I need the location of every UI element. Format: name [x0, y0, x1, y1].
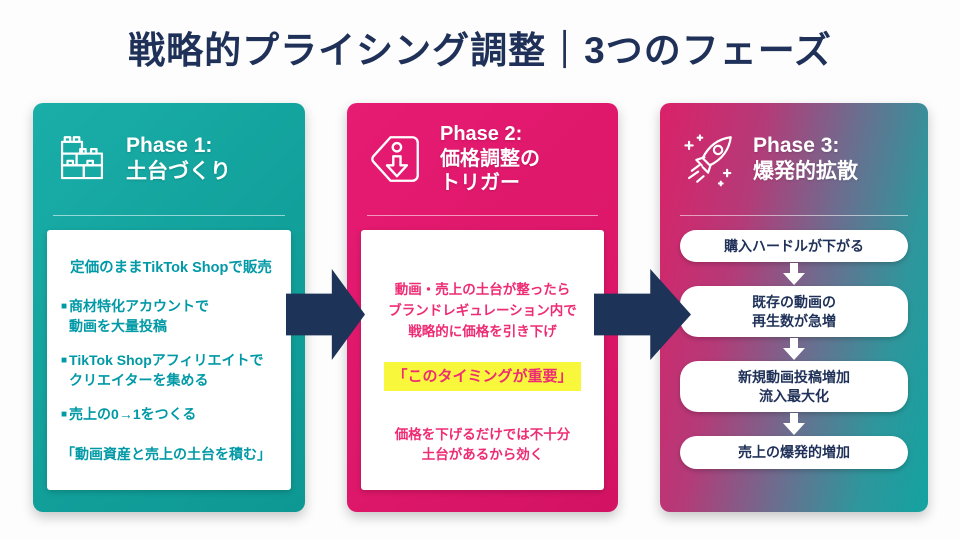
- bullet-text: TikTok Shopアフィリエイトで クリエイターを集める: [69, 352, 264, 388]
- list-item: ■ TikTok Shopアフィリエイトで クリエイターを集める: [61, 351, 283, 390]
- phase1-card: 定価のままTikTok Shopで販売 ■ 商材特化アカウントで 動画を大量投稿…: [47, 230, 291, 490]
- bullet-square-icon: ■: [61, 301, 68, 312]
- list-item: ■ 売上の0→1をつくる: [61, 405, 283, 425]
- phase3-panel: Phase 3: 爆発的拡散 購入ハードルが下がる 既存の動画の 再生数が急増 …: [660, 103, 928, 512]
- flow-step: 売上の爆発的増加: [680, 436, 908, 469]
- phase1-header: Phase 1: 土台づくり: [33, 103, 305, 215]
- building-blocks-icon: [53, 130, 111, 188]
- bullet-text: 売上の0→1をつくる: [69, 406, 197, 423]
- phase1-divider: [53, 215, 285, 216]
- phase3-flow: 購入ハードルが下がる 既存の動画の 再生数が急増 新規動画投稿増加 流入最大化 …: [680, 230, 908, 469]
- phase2-header: Phase 2: 価格調整の トリガー: [347, 103, 618, 215]
- flow-step: 既存の動画の 再生数が急増: [680, 286, 908, 338]
- phase2-body: 動画・売上の土台が整ったら ブランドレギュレーション内で 戦略的に価格を引き下げ: [388, 282, 577, 339]
- rocket-icon: [680, 130, 738, 188]
- down-arrow-icon: [779, 338, 809, 361]
- phase2-highlight: 「このタイミングが重要」: [384, 361, 581, 392]
- phase2-card: 動画・売上の土台が整ったら ブランドレギュレーション内で 戦略的に価格を引き下げ…: [361, 230, 604, 490]
- list-item: ■ 商材特化アカウントで 動画を大量投稿: [61, 297, 283, 336]
- bullet-square-icon: ■: [61, 409, 68, 421]
- bullet-text: 商材特化アカウントで 動画を大量投稿: [69, 298, 210, 334]
- phase1-title: Phase 1: 土台づくり: [126, 134, 231, 183]
- down-arrow-icon: [779, 263, 809, 286]
- phase2-panel: Phase 2: 価格調整の トリガー 動画・売上の土台が整ったら ブランドレギ…: [347, 103, 618, 512]
- phase2-title: Phase 2: 価格調整の トリガー: [440, 123, 540, 195]
- flow-step: 新規動画投稿増加 流入最大化: [680, 361, 908, 413]
- phase1-heading: 定価のままTikTok Shopで販売: [70, 260, 272, 276]
- down-arrow-icon: [779, 413, 809, 436]
- page-title: 戦略的プライシング調整｜3つのフェーズ: [128, 30, 832, 71]
- phase3-divider: [680, 215, 908, 216]
- phase2-divider: [367, 215, 598, 216]
- bullet-square-icon: ■: [61, 355, 68, 367]
- price-tag-down-icon: [367, 130, 425, 188]
- phase3-header: Phase 3: 爆発的拡散: [660, 103, 928, 215]
- phase1-quote: 「動画資産と売上の土台を積む」: [61, 445, 271, 462]
- phase1-panel: Phase 1: 土台づくり 定価のままTikTok Shopで販売 ■ 商材特…: [33, 103, 305, 512]
- flow-step: 購入ハードルが下がる: [680, 230, 908, 263]
- phase3-title: Phase 3: 爆発的拡散: [753, 134, 858, 183]
- phase2-note: 価格を下げるだけでは不十分 土台があるから効く: [394, 426, 571, 463]
